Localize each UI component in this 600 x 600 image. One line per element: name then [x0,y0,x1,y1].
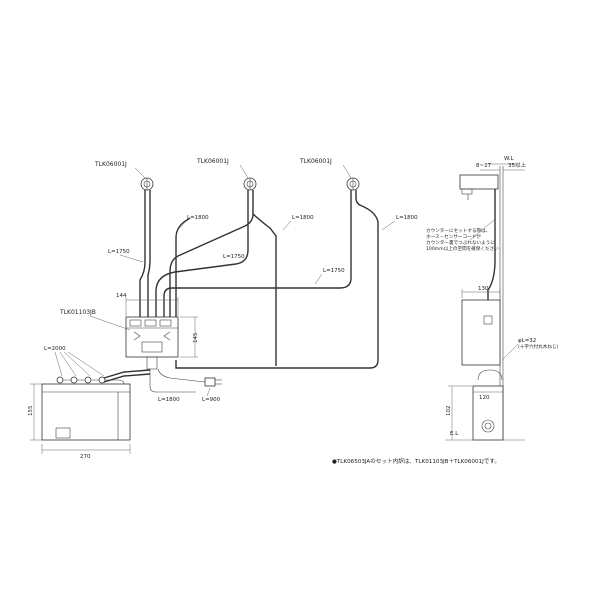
screw-note-sub: (十字穴付丸木ねじ) [518,343,559,350]
hose-1-length: L=1800 [187,215,209,221]
box-height-dim: 155 [28,405,34,416]
hose-network [139,190,379,369]
cord-2-length: L=900 [202,397,221,403]
box-width-dim: 270 [80,454,91,460]
controller-height-dim: 145 [193,332,199,343]
hose-4-length: L=1750 [108,249,130,255]
faucet-1-label: TLK06001J [94,161,127,168]
supply-hose-length: L=2000 [44,346,66,352]
footnote: ●TLK06503JAのセット内訳は、TLK01103JB＋TLK06001Jで… [332,457,500,465]
power-plug [204,377,216,387]
el-label: E.L [450,431,459,437]
side-box-width-dim: 120 [479,395,490,401]
hose-3-length: L=1800 [396,215,418,221]
side-width-dim: 130 [478,286,489,292]
hose-5-length: L=1750 [223,254,245,260]
controller-unit [125,316,179,370]
note-line-1: カウンターにセットする際は、 [426,227,490,234]
cord-1-length: L=1800 [158,397,180,403]
faucet-2 [243,177,257,191]
side-height-dim: 102 [446,406,452,417]
side-top-dim-2: 35以上 [508,161,526,169]
controller-label: TLK01103JB [59,309,96,316]
side-view [459,166,504,441]
faucet-3 [346,177,360,191]
note-line-2: ホース・センサーコードが [426,233,481,240]
wl-label: W.L [504,156,515,162]
hose-6-length: L=1750 [323,268,345,274]
hose-2-length: L=1800 [292,215,314,221]
note-line-4: 100mm以上の空間を確保ください [426,245,499,252]
note-line-3: カウンター裏でつぶれないように [426,239,495,246]
counter-note: カウンターにセットする際は、 ホース・センサーコードが カウンター裏でつぶれない… [426,219,499,252]
screw-note: φL=32 [518,338,536,344]
controller-width-dim: 144 [116,293,127,299]
side-top-dim: 8~17 [476,163,492,169]
faucet-3-label: TLK06001J [299,158,332,165]
supply-box [41,369,151,441]
faucet-1 [140,177,154,191]
faucet-2-label: TLK06001J [196,158,229,165]
